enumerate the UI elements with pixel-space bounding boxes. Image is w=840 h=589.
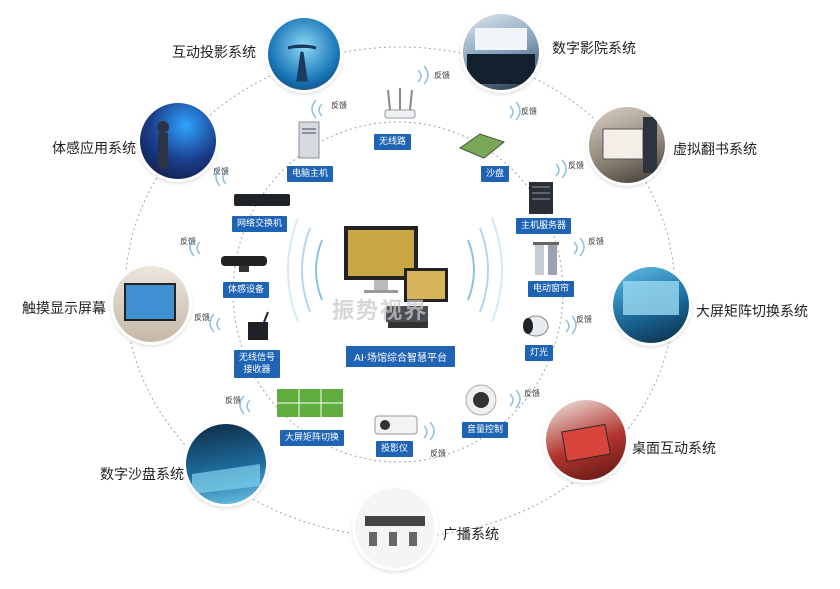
projector-icon (374, 415, 418, 435)
sandtable-device-icon (458, 133, 506, 159)
video-wall-icon (277, 389, 343, 417)
feedback-label: 反馈 (225, 396, 241, 405)
router-icon (384, 88, 416, 119)
feedback-label: 反馈 (434, 71, 450, 80)
device-label-server: 主机服务器 (516, 218, 572, 234)
feedback-label: 反馈 (180, 237, 196, 246)
device-label-receiver: 无线信号 接收器 (234, 350, 281, 378)
cinema-photo (463, 14, 539, 90)
system-label-motion: 体感应用系统 (52, 141, 136, 157)
desktop-photo (546, 400, 626, 480)
receiver-line2: 接收器 (243, 365, 271, 375)
system-label-matrix: 大屏矩阵切换系统 (696, 304, 808, 320)
feedback-label: 反馈 (521, 107, 537, 116)
feedback-label: 反馈 (194, 313, 210, 322)
wireless-receiver-icon (248, 311, 269, 340)
center-wave-right (467, 217, 503, 323)
feedback-label: 反馈 (576, 315, 592, 324)
computer-host-icon (298, 121, 320, 159)
system-label-projection: 互动投影系统 (172, 45, 256, 61)
system-label-cinema: 数字影院系统 (552, 41, 636, 57)
feedback-label: 反馈 (430, 449, 446, 458)
center-devices-icon (344, 226, 448, 328)
system-label-sandtable: 数字沙盘系统 (100, 467, 184, 483)
curtain-icon (533, 242, 559, 275)
speaker-icon (465, 384, 497, 416)
motion-photo (140, 103, 216, 179)
flipbook-photo (589, 107, 665, 183)
matrix-photo (613, 267, 689, 343)
device-label-volume: 音量控制 (462, 422, 509, 438)
device-label-light: 灯光 (525, 345, 554, 361)
sandtable-photo (186, 424, 266, 504)
receiver-line1: 无线信号 (239, 353, 276, 363)
spotlight-icon (523, 315, 549, 337)
broadcast-photo (355, 488, 435, 568)
device-label-projector: 投影仪 (376, 441, 414, 457)
center-wave-left (287, 217, 323, 323)
server-icon (529, 182, 553, 214)
system-label-desktop: 桌面互动系统 (632, 441, 716, 457)
watermark-text: 振势视界 (332, 299, 429, 324)
device-label-host: 电脑主机 (287, 166, 334, 182)
system-label-broadcast: 广播系统 (443, 527, 499, 543)
feedback-label: 反馈 (568, 161, 584, 170)
touch-photo (113, 266, 189, 342)
network-switch-icon (234, 194, 290, 206)
motion-sensor-icon (221, 256, 267, 272)
device-label-switch: 网络交换机 (232, 216, 288, 232)
feedback-label: 反馈 (213, 167, 229, 176)
feedback-label: 反馈 (588, 237, 604, 246)
system-label-touch: 触摸显示屏幕 (22, 301, 106, 317)
system-label-flipbook: 虚拟翻书系统 (673, 142, 757, 158)
device-label-matrix: 大屏矩阵切换 (280, 430, 345, 446)
projection-photo (268, 18, 340, 90)
device-label-curtain: 电动窗帘 (528, 281, 575, 297)
feedback-label: 反馈 (331, 101, 347, 110)
center-platform-label: AI·场馆综合智慧平台 (346, 346, 455, 367)
device-label-sand: 沙盘 (481, 166, 510, 182)
device-label-motion: 体感设备 (223, 282, 270, 298)
feedback-label: 反馈 (524, 389, 540, 398)
device-label-wireless: 无线路 (374, 134, 412, 150)
